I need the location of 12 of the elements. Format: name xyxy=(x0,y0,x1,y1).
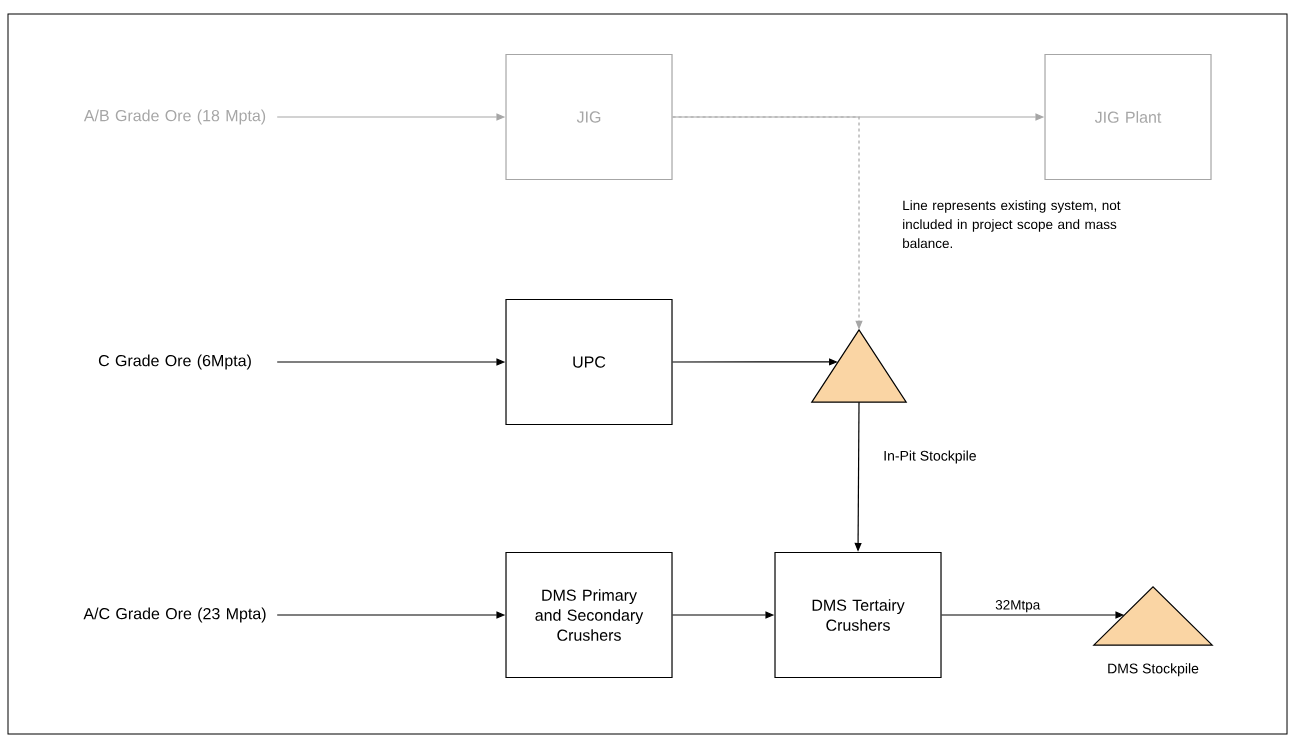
input-label: A/C Grade Ore (23 Mpta) xyxy=(83,607,266,623)
stockpile-label: In-Pit Stockpile xyxy=(884,450,976,464)
process-box: JIG Plant xyxy=(1044,53,1212,181)
input-label: C Grade Ore (6Mpta) xyxy=(98,354,251,370)
input-label: A/B Grade Ore (18 Mpta) xyxy=(83,109,266,125)
process-box: UPC xyxy=(505,298,673,426)
stockpile-label: DMS Stockpile xyxy=(1108,663,1199,677)
process-box: DMS Tertairy Crushers xyxy=(774,551,942,679)
process-box: JIG xyxy=(505,53,673,181)
edge-label: 32Mtpa xyxy=(994,599,1042,614)
process-box: DMS Primary and Secondary Crushers xyxy=(505,551,673,679)
note-text: Line represents existing system, not included in project scope and mass balance. xyxy=(903,200,1121,249)
